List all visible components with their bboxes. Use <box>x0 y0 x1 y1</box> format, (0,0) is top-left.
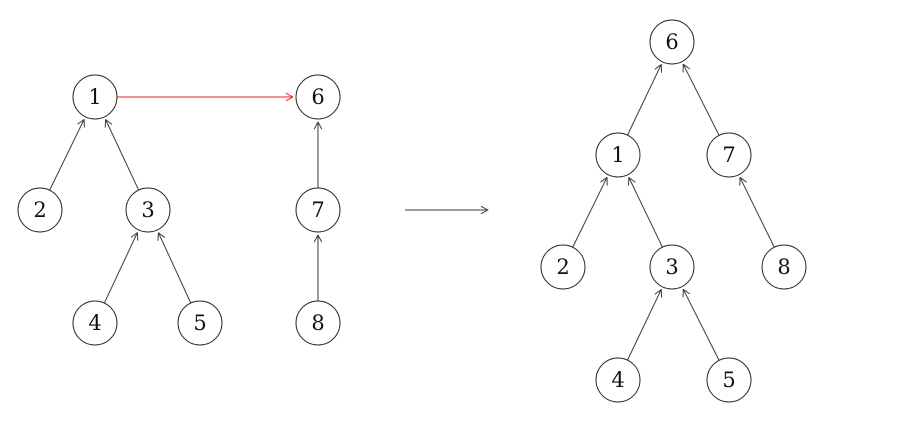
parent-pointer-edge-R5-R3 <box>682 288 720 361</box>
parent-pointer-edge-R7-R6 <box>682 63 720 136</box>
node-label: 3 <box>665 255 678 279</box>
tree-node-after-merge-5: 5 <box>706 357 752 403</box>
tree-node-before-merge-4: 4 <box>72 300 118 346</box>
node-label: 1 <box>611 143 624 167</box>
node-label: 2 <box>556 255 569 279</box>
node-label: 7 <box>311 198 324 222</box>
parent-pointer-edge-R8-R7 <box>739 176 775 248</box>
node-label: 4 <box>611 368 624 392</box>
tree-node-before-merge-1: 1 <box>72 74 118 120</box>
tree-node-before-merge-6: 6 <box>295 74 341 120</box>
node-label: 2 <box>33 198 46 222</box>
parent-pointer-edge-R3-R1 <box>628 177 663 248</box>
node-label: 8 <box>311 311 324 335</box>
node-label: 1 <box>88 85 101 109</box>
node-label: 6 <box>665 30 678 54</box>
tree-node-before-merge-7: 7 <box>295 187 341 233</box>
tree-node-before-merge-5: 5 <box>177 300 223 346</box>
parent-pointer-edge-L5-L3 <box>157 232 192 304</box>
node-label: 5 <box>722 368 735 392</box>
node-label: 4 <box>88 311 101 335</box>
parent-pointer-edge-R2-R1 <box>572 176 608 248</box>
node-label: 5 <box>193 311 206 335</box>
node-label: 7 <box>722 143 735 167</box>
tree-node-after-merge-8: 8 <box>761 244 807 290</box>
tree-node-after-merge-3: 3 <box>649 244 695 290</box>
tree-node-before-merge-3: 3 <box>125 187 171 233</box>
tree-node-after-merge-1: 1 <box>595 132 641 178</box>
tree-node-before-merge-8: 8 <box>295 300 341 346</box>
tree-node-after-merge-7: 7 <box>706 132 752 178</box>
tree-node-after-merge-4: 4 <box>595 357 641 403</box>
parent-pointer-edge-R4-R3 <box>627 289 663 361</box>
parent-pointer-edge-L3-L1 <box>104 119 140 191</box>
node-label: 3 <box>141 198 154 222</box>
node-label: 8 <box>777 255 790 279</box>
tree-node-after-merge-2: 2 <box>540 244 586 290</box>
parent-pointer-edge-L4-L3 <box>103 232 139 304</box>
tree-node-after-merge-6: 6 <box>649 19 695 65</box>
tree-node-before-merge-2: 2 <box>17 187 63 233</box>
parent-pointer-edge-L2-L1 <box>49 118 85 191</box>
node-label: 6 <box>311 85 324 109</box>
parent-pointer-edge-R1-R6 <box>627 64 663 136</box>
